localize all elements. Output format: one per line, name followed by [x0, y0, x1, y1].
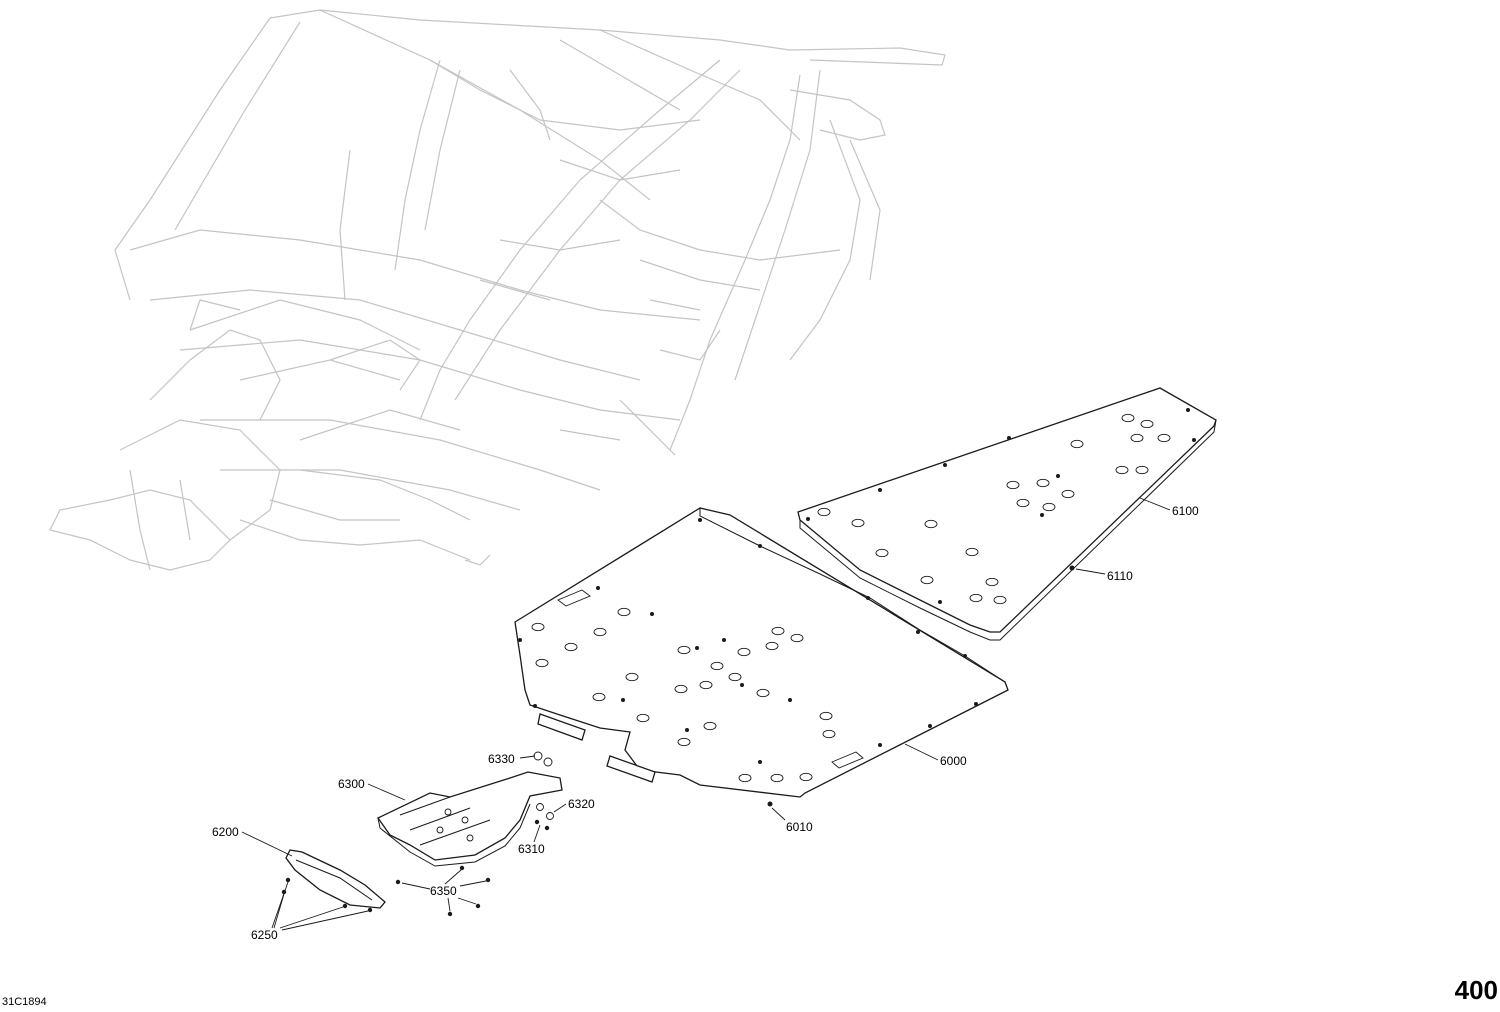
- plate-hole: [985, 577, 999, 587]
- plate-hole: [737, 647, 751, 657]
- plate-rivet: [943, 463, 947, 467]
- plate-hole: [1016, 498, 1030, 508]
- plate-rivet: [928, 724, 932, 728]
- plate-hole: [1036, 478, 1050, 488]
- plate-hole: [817, 507, 831, 517]
- callout-6320: 6320: [568, 797, 595, 811]
- plate-hole: [728, 672, 742, 682]
- leader-lines: [241, 497, 1171, 931]
- plate-rivet: [695, 646, 699, 650]
- plate-hole: [564, 642, 578, 652]
- plate-hole: [993, 595, 1007, 605]
- plate-hole: [617, 607, 631, 617]
- plate-hole: [1140, 419, 1154, 429]
- plate-rivet: [1007, 436, 1011, 440]
- plate-hole: [535, 658, 549, 668]
- plate-hole: [1115, 465, 1129, 475]
- plate-rivet: [1056, 474, 1060, 478]
- plate-rivet: [974, 702, 978, 706]
- plate-rivet: [698, 518, 702, 522]
- plate-hole: [1157, 433, 1171, 443]
- plate-hole: [771, 626, 785, 636]
- plate-hole: [1130, 433, 1144, 443]
- plate-hole: [790, 633, 804, 643]
- plate-hole: [924, 519, 938, 529]
- plate-rivet: [878, 488, 882, 492]
- callout-6310: 6310: [518, 842, 545, 856]
- skid-plate-6000: [514, 507, 1009, 798]
- bracket-6200: [285, 849, 386, 909]
- plate-rivet: [596, 586, 600, 590]
- plate-rivet: [650, 612, 654, 616]
- plate-hole: [1121, 413, 1135, 423]
- plate-hole: [625, 672, 639, 682]
- plate-rivet: [1192, 438, 1196, 442]
- callout-6200: 6200: [212, 825, 239, 839]
- callout-6010: 6010: [786, 820, 813, 834]
- plate-hole: [677, 645, 691, 655]
- plate-hole: [1006, 480, 1020, 490]
- callout-labels: 6100 6110 6000 6010 6330 6300 6320 6310 …: [212, 504, 1199, 942]
- plate-hole: [1070, 439, 1084, 449]
- plate-hole: [819, 711, 833, 721]
- plate-rivet: [938, 600, 942, 604]
- vehicle-frame-outline: [49, 9, 946, 571]
- plate-rivet: [1040, 513, 1044, 517]
- callout-6330: 6330: [488, 752, 515, 766]
- plate-hole: [674, 684, 688, 694]
- plate-hole: [703, 721, 717, 731]
- plate-hole: [1135, 465, 1149, 475]
- plate-hole: [969, 593, 983, 603]
- callout-6100: 6100: [1172, 504, 1199, 518]
- plate-hole: [875, 548, 889, 558]
- plate-hole: [799, 772, 813, 782]
- plate-rivet: [866, 596, 870, 600]
- plate-rivet: [878, 743, 882, 747]
- plate-hole: [699, 680, 713, 690]
- plate-hole: [1042, 502, 1056, 512]
- plate-rivet: [685, 728, 689, 732]
- plate-rivet: [621, 698, 625, 702]
- plate-rivet: [916, 630, 920, 634]
- skid-plate-6100: [797, 387, 1217, 641]
- page-number: 400: [1454, 975, 1498, 1005]
- plate-rivet: [806, 517, 810, 521]
- plate-hole: [756, 688, 770, 698]
- plate-rivet: [533, 704, 537, 708]
- plate-hole: [765, 641, 779, 651]
- plate-rivet: [758, 544, 762, 548]
- plate-hole: [738, 773, 752, 783]
- callout-6300: 6300: [338, 777, 365, 791]
- plate-rivet: [963, 654, 967, 658]
- plate-hole: [592, 692, 606, 702]
- plate-rivet: [740, 683, 744, 687]
- plate-hole: [593, 627, 607, 637]
- plate-hole: [636, 713, 650, 723]
- plate-hole: [920, 575, 934, 585]
- plate-hole: [677, 737, 691, 747]
- fasteners: [281, 565, 1075, 917]
- plate-rivet: [1186, 408, 1190, 412]
- plate-rivet: [758, 760, 762, 764]
- plate-hole: [1061, 489, 1075, 499]
- plate-rivet: [518, 638, 522, 642]
- drawing-code: 31C1894: [2, 996, 47, 1008]
- plate-hole: [770, 773, 784, 783]
- guard-6300: [377, 771, 563, 867]
- plate-rivet: [722, 638, 726, 642]
- plate-hole: [965, 547, 979, 557]
- plate-hole: [851, 518, 865, 528]
- plate-hole: [531, 622, 545, 632]
- plate-hole: [822, 729, 836, 739]
- callout-6250: 6250: [251, 928, 278, 942]
- callout-6110: 6110: [1107, 569, 1133, 583]
- callout-6000: 6000: [940, 754, 967, 768]
- callout-6350: 6350: [430, 884, 457, 898]
- plate-rivet: [788, 698, 792, 702]
- plate-hole: [710, 661, 724, 671]
